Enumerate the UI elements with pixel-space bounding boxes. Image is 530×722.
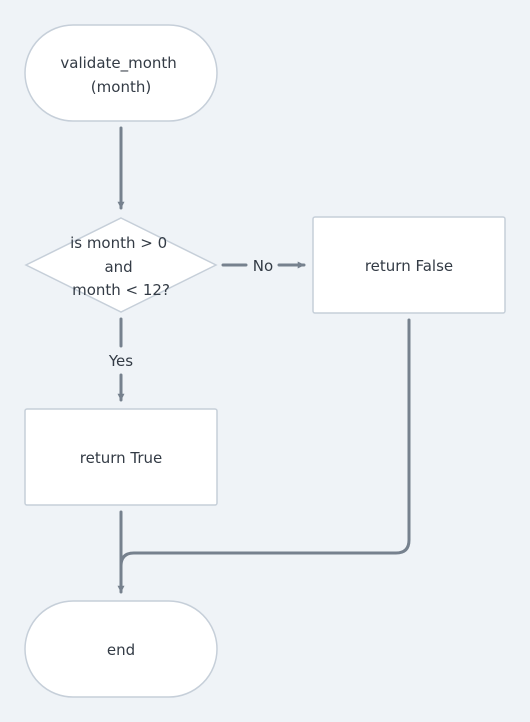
start-node-label-line-1: validate_month bbox=[60, 54, 176, 73]
return-false-node-label: return False bbox=[365, 257, 453, 275]
decision-node-label-line-3: month < 12? bbox=[72, 281, 170, 299]
end-node: end bbox=[24, 600, 218, 698]
connectors bbox=[117, 126, 411, 594]
return-true-node: return True bbox=[24, 408, 218, 506]
edge-label-yes: Yes bbox=[108, 352, 133, 370]
decision-node-label-line-1: is month > 0 bbox=[70, 234, 167, 252]
return-false-node: return False bbox=[312, 216, 506, 314]
return-false-node-shape bbox=[312, 216, 506, 314]
decision-node: is month > 0 and month < 12? bbox=[24, 217, 218, 313]
end-node-label: end bbox=[107, 641, 135, 659]
edge-false-to-end bbox=[119, 318, 411, 568]
end-node-shape bbox=[24, 600, 218, 698]
start-node-shape bbox=[24, 24, 218, 122]
start-node-label-line-2: (month) bbox=[91, 78, 151, 96]
decision-node-shape bbox=[24, 217, 218, 313]
edge-label-no: No bbox=[253, 257, 273, 275]
start-node: validate_month (month) bbox=[24, 24, 218, 122]
start-node-label: validate_month (month) bbox=[60, 54, 181, 96]
return-true-node-label: return True bbox=[80, 449, 163, 467]
decision-node-label-line-2: and bbox=[104, 258, 132, 276]
decision-node-label: is month > 0 and month < 12? bbox=[70, 234, 172, 299]
return-true-node-shape bbox=[24, 408, 218, 506]
